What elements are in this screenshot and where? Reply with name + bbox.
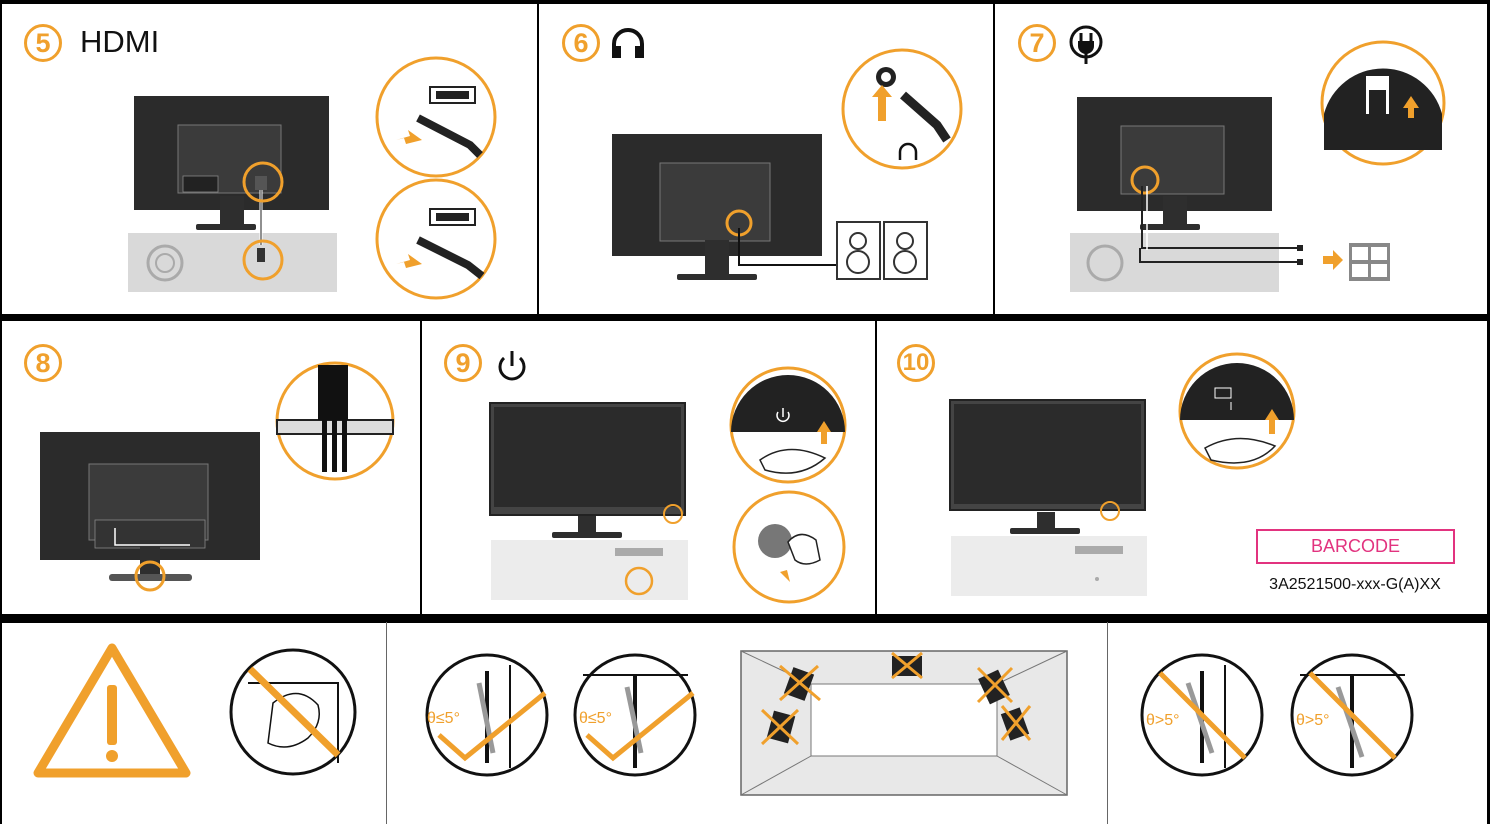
divider-v1 (537, 4, 539, 316)
tilt-bad-wall-illustration: θ>5° (1140, 653, 1264, 777)
tilt-ok-ceiling-illustration: θ≤5° (573, 653, 697, 777)
divider-v3 (420, 320, 422, 616)
hdmi-connection-illustration (128, 56, 497, 300)
tilt-ok-wall-illustration: θ≤5° (425, 653, 549, 777)
divider-v6 (1107, 622, 1108, 824)
step-8-badge: 8 (24, 344, 62, 382)
step-7-badge: 7 (1018, 24, 1056, 62)
step-6-badge: 6 (562, 24, 600, 62)
divider-v5 (386, 622, 387, 824)
frame-divider-2 (0, 614, 1490, 623)
frame-top (0, 0, 1490, 4)
input-select-illustration (949, 352, 1296, 596)
tilt-bad-label-1: θ>5° (1146, 712, 1180, 729)
step-5-badge: 5 (24, 24, 62, 62)
power-on-illustration (489, 366, 847, 604)
step-5-title: HDMI (80, 24, 160, 59)
power-plug-icon (1069, 25, 1103, 64)
frame-right (1487, 0, 1490, 824)
divider-v2 (993, 4, 995, 316)
tilt-ok-label-1: θ≤5° (427, 710, 460, 727)
cable-management-illustration (40, 361, 395, 592)
tilt-bad-ceiling-illustration: θ>5° (1290, 653, 1414, 777)
tilt-bad-label-2: θ>5° (1296, 712, 1330, 729)
room-mounting-illustration (740, 650, 1068, 796)
barcode-box: BARCODE (1256, 529, 1455, 564)
audio-connection-illustration (612, 48, 963, 280)
do-not-touch-screen-illustration (229, 648, 357, 776)
part-number: 3A2521500-xxx-G(A)XX (1269, 576, 1441, 593)
frame-left (0, 0, 2, 824)
step-9-badge: 9 (444, 344, 482, 382)
headphone-icon (612, 28, 644, 58)
warning-icon (33, 643, 191, 778)
divider-v4 (875, 320, 877, 616)
step-10-badge: 10 (897, 344, 935, 382)
frame-divider-1 (0, 314, 1490, 321)
tilt-ok-label-2: θ≤5° (579, 710, 612, 727)
power-connection-illustration (1070, 40, 1446, 292)
power-icon (498, 351, 526, 381)
